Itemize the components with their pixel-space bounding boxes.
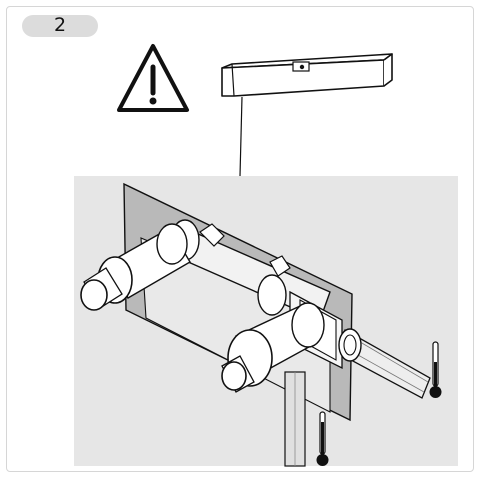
lower-valve xyxy=(221,302,325,393)
warning-triangle-icon xyxy=(117,44,189,112)
pointer-line xyxy=(239,96,243,177)
step-number: 2 xyxy=(53,14,67,36)
step-badge xyxy=(22,15,98,37)
thermometer-icon xyxy=(429,341,442,398)
thermometer-icon xyxy=(316,411,329,466)
spirit-level-icon xyxy=(221,53,393,97)
upper-valve xyxy=(80,223,191,311)
vertical-pipe xyxy=(284,371,306,467)
